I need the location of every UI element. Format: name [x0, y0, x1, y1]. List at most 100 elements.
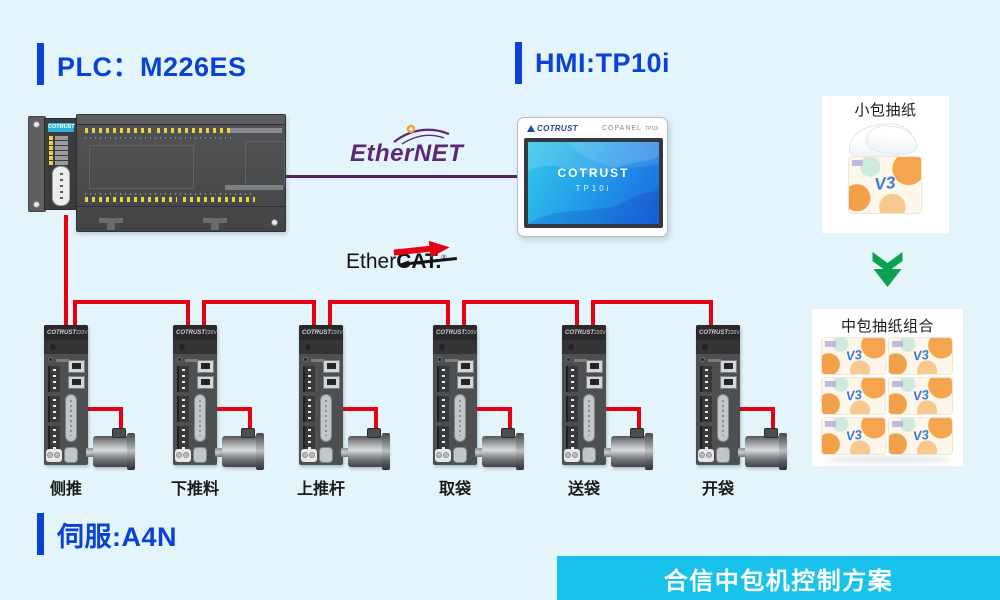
- hmi-screen-brand: COTRUST: [557, 166, 630, 180]
- plc-din-clip: [203, 218, 227, 230]
- motor-cable: [740, 407, 775, 411]
- drive-voltage-label: 220V: [76, 329, 88, 336]
- motor-shaft: [215, 448, 223, 457]
- ethernet-link-line: [286, 175, 517, 178]
- servo-drive: COTRUST 220V: [299, 325, 343, 465]
- drive-voltage-label: 220V: [331, 329, 343, 336]
- plc-io-module: [76, 114, 286, 232]
- ethercat-bus-segment: [575, 300, 579, 328]
- motor-cable: [88, 407, 123, 411]
- tissue-pack: V3: [888, 377, 953, 415]
- servo-motor: [602, 426, 654, 471]
- motor-cable: [374, 407, 378, 432]
- servo-drive: COTRUST 220V: [696, 325, 740, 465]
- motor-body: [482, 436, 522, 467]
- motor-cable: [637, 407, 641, 432]
- motor-end-cap: [779, 433, 787, 470]
- drive-label: 下推料: [170, 481, 219, 498]
- motor-body: [222, 436, 262, 467]
- pack-logo: V3: [911, 426, 930, 444]
- ethercat-bus-drop: [64, 215, 68, 327]
- ethercat-bus-segment: [186, 300, 190, 328]
- ethercat-arrow-icon: [393, 240, 457, 266]
- motor-cable: [119, 407, 123, 432]
- drive-brand-label: COTRUST: [436, 329, 465, 336]
- ethercat-logo: EtherCAT.®: [346, 240, 466, 274]
- motor-cable: [508, 407, 512, 432]
- solution-banner-label: 合信中包机控制方案: [663, 567, 894, 595]
- servo-drive: COTRUST 220V: [433, 325, 477, 465]
- motor-shaft: [341, 448, 349, 457]
- encoder-connector: [717, 394, 729, 442]
- ethercat-bus-segment: [328, 300, 332, 328]
- tissue-pack: V3: [888, 417, 953, 455]
- small-pack-label: 小包抽纸: [854, 102, 917, 119]
- ethercat-bus-segment: [709, 300, 713, 328]
- tissue-pack: V3: [821, 337, 886, 375]
- motor-body: [611, 436, 651, 467]
- motor-cable: [248, 407, 252, 432]
- encoder-connector: [65, 394, 77, 442]
- motor-end-cap: [382, 433, 390, 470]
- encoder-connector: [583, 394, 595, 442]
- motor-connector: [764, 428, 778, 438]
- solution-banner: 合信中包机控制方案: [557, 556, 1000, 600]
- servo-title-label: 伺服:A4N: [57, 521, 178, 552]
- motor-cable: [606, 407, 641, 411]
- motor-end-cap: [127, 433, 135, 470]
- motor-body: [348, 436, 388, 467]
- servo-motor: [213, 426, 265, 471]
- plc-model-text-bar: [225, 185, 283, 190]
- io-connector: [716, 447, 730, 463]
- plc-model-text-bar: [227, 128, 282, 133]
- motor-shaft: [738, 448, 746, 457]
- motor-end-cap: [256, 433, 264, 470]
- plc-din-clip: [99, 218, 123, 230]
- ethercat-bus-segment: [591, 300, 595, 328]
- servo-motor: [339, 426, 391, 471]
- cotrust-triangle-icon: [527, 124, 535, 132]
- ethernet-logo-label: EtherNET: [350, 140, 464, 167]
- ethercat-ports: [323, 360, 340, 389]
- drive-brand-label: COTRUST: [565, 329, 594, 336]
- encoder-connector: [454, 394, 466, 442]
- drive-label: 送袋: [567, 481, 600, 498]
- tissue-pack: V3: [888, 337, 953, 375]
- motor-connector: [367, 428, 381, 438]
- ethercat-bus-segment: [591, 300, 713, 304]
- motor-connector: [241, 428, 255, 438]
- servo-drive: COTRUST 220V: [562, 325, 606, 465]
- hmi-title-label: HMI:TP10i: [535, 47, 671, 78]
- motor-connector: [630, 428, 644, 438]
- servo-drive: COTRUST 220V: [173, 325, 217, 465]
- hmi-screen: COTRUST TP10i: [528, 142, 659, 224]
- motor-connector: [112, 428, 126, 438]
- tissue-pack: V3: [848, 156, 922, 214]
- plc-device: COTRUST: [28, 114, 286, 232]
- combo-pack-label: 中包抽纸组合: [840, 318, 934, 335]
- drive-voltage-label: 220V: [205, 329, 217, 336]
- encoder-connector: [320, 394, 332, 442]
- drive-label: 侧推: [49, 481, 82, 498]
- pack-logo: V3: [844, 426, 863, 444]
- io-connector: [453, 447, 467, 463]
- ethernet-swoosh-icon: [393, 124, 450, 145]
- plc-cpu-module: COTRUST: [44, 118, 78, 210]
- down-arrow-icon: [872, 252, 903, 287]
- motor-connector: [501, 428, 515, 438]
- tissue-pack: V3: [821, 417, 886, 455]
- motor-body: [93, 436, 133, 467]
- ethernet-logo: EtherNET: [346, 124, 463, 172]
- hmi-brand-logo: COTRUST: [527, 124, 578, 133]
- product-box-small: 小包抽纸 V3: [822, 96, 949, 233]
- plc-brand-badge: COTRUST: [48, 123, 75, 132]
- drive-brand-label: COTRUST: [176, 329, 205, 336]
- ethercat-ports: [586, 360, 603, 389]
- ethercat-bus-segment: [202, 300, 316, 304]
- ethercat-bus-segment: [446, 300, 450, 328]
